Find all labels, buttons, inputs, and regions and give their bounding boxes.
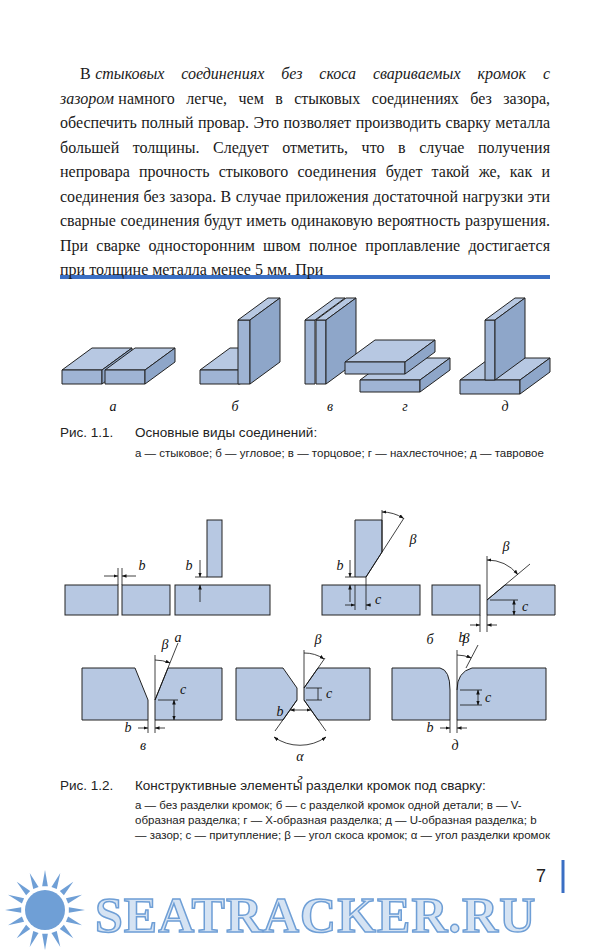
caption-text: Рис. 1.1. <box>60 425 113 440</box>
caption-text: Конструктивные элементы разделки кромок … <box>135 778 486 793</box>
sun-logo <box>5 870 85 950</box>
page-number: 7 <box>536 866 546 887</box>
caption-text: Рис. 1.2. <box>60 778 113 793</box>
sun-ray <box>69 907 85 913</box>
dimension-label: b <box>277 704 284 720</box>
sun-ray <box>51 873 60 889</box>
figure-letter: д <box>501 399 508 415</box>
dimension-label: β <box>463 631 470 647</box>
body-paragraph: Встыковых соединениях без скоса сваривае… <box>60 62 550 283</box>
dimension-label: c <box>522 599 528 615</box>
dimension-label: c <box>485 690 491 706</box>
sun-ray <box>17 925 30 938</box>
sun-ray <box>60 925 73 938</box>
caption-legend: а — без разделки кромок; б — с разделкой… <box>135 798 550 843</box>
sun-ray <box>5 907 21 913</box>
figure-letter: б <box>426 632 433 648</box>
sun-ray <box>17 882 30 895</box>
figure-letter: г <box>402 399 407 415</box>
figure-letter: а <box>175 630 182 646</box>
caption-text: Основные виды соединений: <box>135 425 317 440</box>
watermark: SEATRACKER.RU <box>95 890 536 940</box>
dimension-label: b <box>139 558 146 574</box>
caption-legend: а — стыковое; б — угловое; в — торцовое;… <box>135 446 550 461</box>
sun-ray <box>30 931 39 947</box>
dimension-label: b <box>337 558 344 574</box>
dimension-label: β <box>162 637 169 653</box>
sun-ray <box>60 882 73 895</box>
figure-letter: в <box>140 738 146 754</box>
dimension-label: β <box>410 532 417 548</box>
page-bar <box>562 860 565 893</box>
figure-letter: б <box>231 399 238 415</box>
dimension-label: b <box>427 720 434 736</box>
sun-ray <box>42 870 48 886</box>
paragraph-text: намного легче, чем в стыковых соединения… <box>60 90 550 279</box>
edge-prep-figures <box>65 520 555 720</box>
sun-ray <box>8 895 24 904</box>
sun-ray <box>8 916 24 925</box>
sun-ray <box>30 873 39 889</box>
dimension-label: c <box>375 592 381 608</box>
dimension-label: c <box>326 686 332 702</box>
dimension-lines <box>104 510 530 745</box>
dimension-label: β <box>503 539 510 555</box>
figure-letter: д <box>451 738 458 754</box>
figure-letter: а <box>110 399 117 415</box>
dimension-label: β <box>315 632 322 648</box>
joint-figures <box>62 298 550 394</box>
dimension-label: α <box>296 749 303 765</box>
dimension-label: b <box>186 558 193 574</box>
sun-ray <box>51 931 60 947</box>
dimension-label: b <box>125 720 132 736</box>
dimension-label: c <box>180 682 186 698</box>
paragraph-text: В <box>80 65 91 82</box>
sun-ray <box>42 934 48 950</box>
sun-ray <box>66 895 82 904</box>
figure-letter: в <box>327 399 333 415</box>
sun-ray <box>66 916 82 925</box>
